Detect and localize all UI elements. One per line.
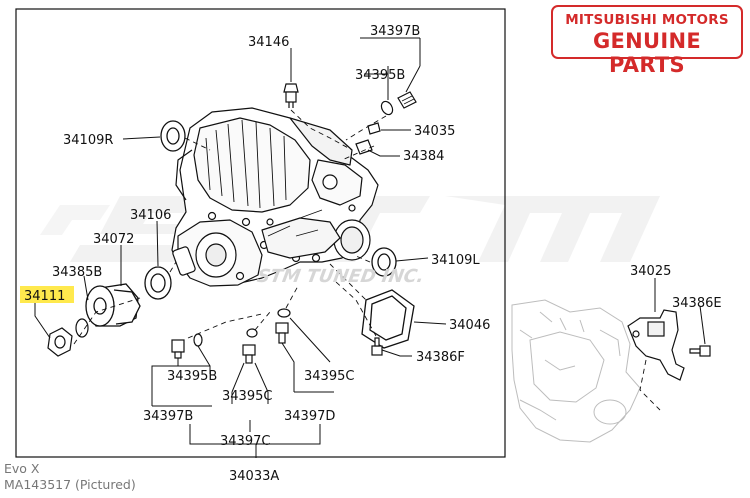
vent-hose-34384 <box>355 139 373 155</box>
label-34146[interactable]: 34146 <box>248 35 289 50</box>
gasket-34395c-mid <box>246 328 258 338</box>
gasket-34395b-bot <box>193 333 203 347</box>
part-labels: 34146 34397B 34395B 34109R 34035 34384 3… <box>20 24 722 484</box>
label-34397b-top[interactable]: 34397B <box>370 24 420 39</box>
label-34025[interactable]: 34025 <box>630 264 671 279</box>
genuine-parts-badge: MITSUBISHI MOTORS GENUINE PARTS <box>551 5 743 77</box>
oil-seal-34106 <box>144 266 172 300</box>
faint-differential-sketch <box>511 299 641 443</box>
drain-plug-34397b <box>171 339 185 359</box>
label-34395b-top[interactable]: 34395B <box>355 68 405 83</box>
badge-genuine-parts: GENUINE PARTS <box>592 29 702 77</box>
plug-34397c <box>242 344 256 364</box>
breather-plug-34146 <box>283 83 299 108</box>
plug-34397d <box>275 322 289 344</box>
mount-bracket-34025 <box>627 309 685 381</box>
label-34384[interactable]: 34384 <box>403 149 444 164</box>
vent-34035 <box>367 122 381 135</box>
leader-lines <box>34 37 706 458</box>
label-34111[interactable]: 34111 <box>24 289 65 304</box>
label-34033a[interactable]: 34033A <box>229 469 279 484</box>
badge-brand: MITSUBISHI MOTORS <box>565 12 729 28</box>
seal-ring-34395b-top <box>380 100 394 116</box>
label-34385b[interactable]: 34385B <box>52 265 102 280</box>
caption-part-number: MA143517 (Pictured) <box>4 477 136 492</box>
lock-nut-34111 <box>47 327 73 357</box>
label-34046[interactable]: 34046 <box>449 318 490 333</box>
watermark-text: STM TUNED INC. <box>255 266 425 287</box>
label-34397d[interactable]: 34397D <box>284 409 335 424</box>
oil-seal-34109l <box>371 247 397 277</box>
label-34395c-mid[interactable]: 34395C <box>222 389 272 404</box>
label-34395b-bot[interactable]: 34395B <box>167 369 217 384</box>
bolt-34386e <box>689 345 711 357</box>
dashed-guides <box>73 109 661 411</box>
gasket-34395c-right <box>277 308 291 318</box>
caption-model: Evo X <box>4 461 40 476</box>
label-34109l[interactable]: 34109L <box>431 253 480 268</box>
label-34106[interactable]: 34106 <box>130 208 171 223</box>
highlight-34111 <box>20 286 74 303</box>
companion-flange-34072 <box>85 283 141 327</box>
label-34072[interactable]: 34072 <box>93 232 134 247</box>
label-34397b-bot[interactable]: 34397B <box>143 409 193 424</box>
oil-seal-34109r <box>160 120 186 152</box>
rear-differential-housing <box>171 107 379 287</box>
label-34395c-right[interactable]: 34395C <box>304 369 354 384</box>
label-34397c[interactable]: 34397C <box>220 434 270 449</box>
washer-34385b <box>75 318 89 338</box>
label-34386f[interactable]: 34386F <box>416 350 465 365</box>
label-34035[interactable]: 34035 <box>414 124 455 139</box>
diagram-frame <box>15 8 506 458</box>
filler-plug-34397b-top <box>397 91 417 109</box>
cover-plate-34046 <box>361 289 415 349</box>
label-34109r[interactable]: 34109R <box>63 133 113 148</box>
label-34386e[interactable]: 34386E <box>672 296 722 311</box>
